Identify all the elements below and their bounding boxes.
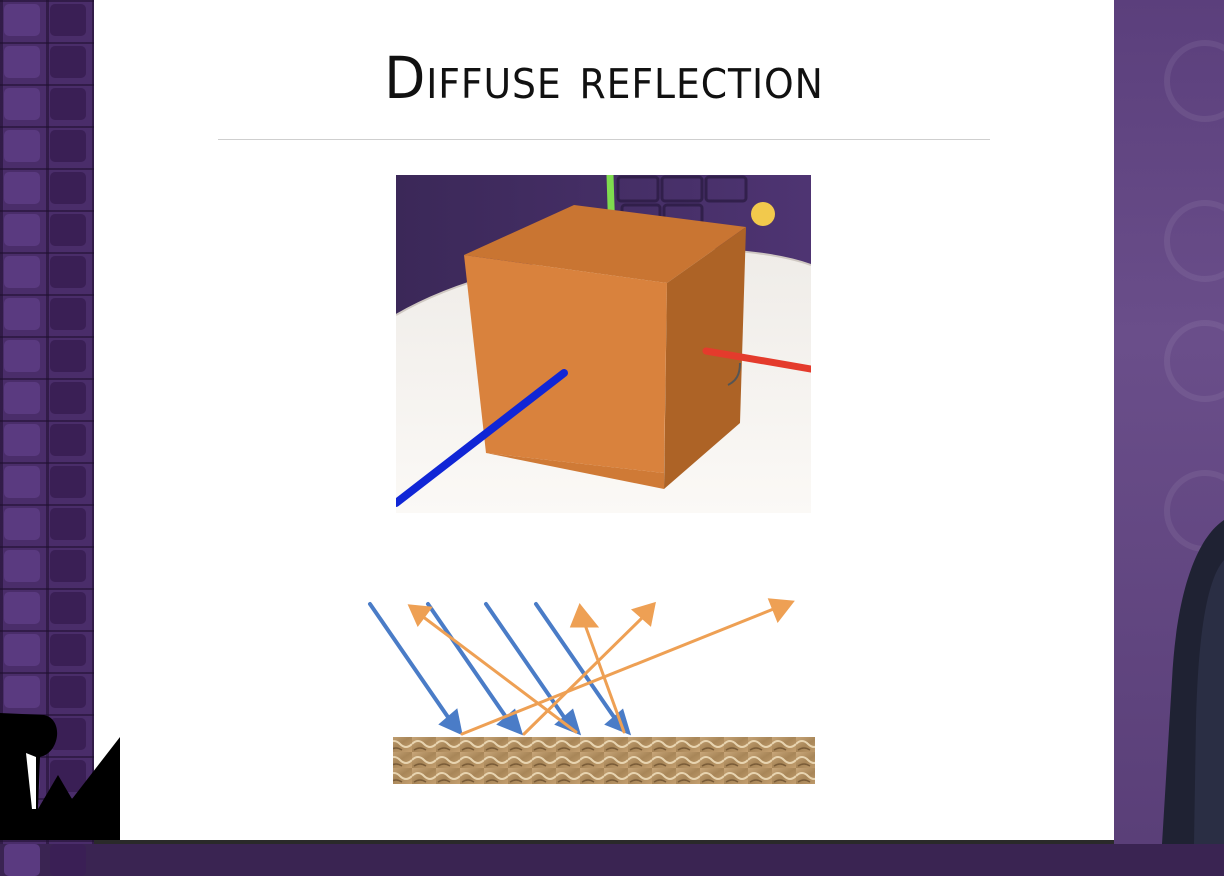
wall-tile [50,130,86,162]
wall-tile [4,592,40,624]
wall-tile [50,46,86,78]
wall-tile [50,88,86,120]
wall-tile [50,298,86,330]
wall-tile [50,172,86,204]
wall-tile [4,4,40,36]
bottom-strip [94,840,1114,844]
cube-render-image [396,175,811,513]
slide-title: Diffuse reflection [384,44,824,112]
wall-tile [4,256,40,288]
diffuse-reflection-diagram [368,598,815,784]
rw-logo-icon [0,713,120,840]
slide: Diffuse reflection [94,0,1114,840]
wall-tile [4,46,40,78]
wall-tile [4,676,40,708]
wall-tile [50,550,86,582]
wall-tile [4,340,40,372]
wall-tile [50,424,86,456]
wall-tile [50,676,86,708]
wall-tile [50,214,86,246]
wall-tile [50,508,86,540]
presenter-figure [1162,520,1224,844]
wall-tile [50,466,86,498]
wall-tile [4,382,40,414]
wall-tile [4,172,40,204]
wall-tile [50,844,86,876]
rough-surface [393,737,815,784]
wall-tile [4,130,40,162]
wall-tile [50,382,86,414]
wall-tile [50,340,86,372]
wall-tile [4,214,40,246]
wall-tile [50,634,86,666]
wall-tile [4,508,40,540]
wall-tile [4,298,40,330]
wall-tile [4,634,40,666]
wall-tile [4,550,40,582]
wall-tile [50,592,86,624]
wall-tile [4,424,40,456]
wall-tile [4,88,40,120]
title-divider [218,139,990,140]
wall-tile [4,466,40,498]
wall-tile [50,256,86,288]
wall-tile [50,4,86,36]
wall-tile [4,844,40,876]
